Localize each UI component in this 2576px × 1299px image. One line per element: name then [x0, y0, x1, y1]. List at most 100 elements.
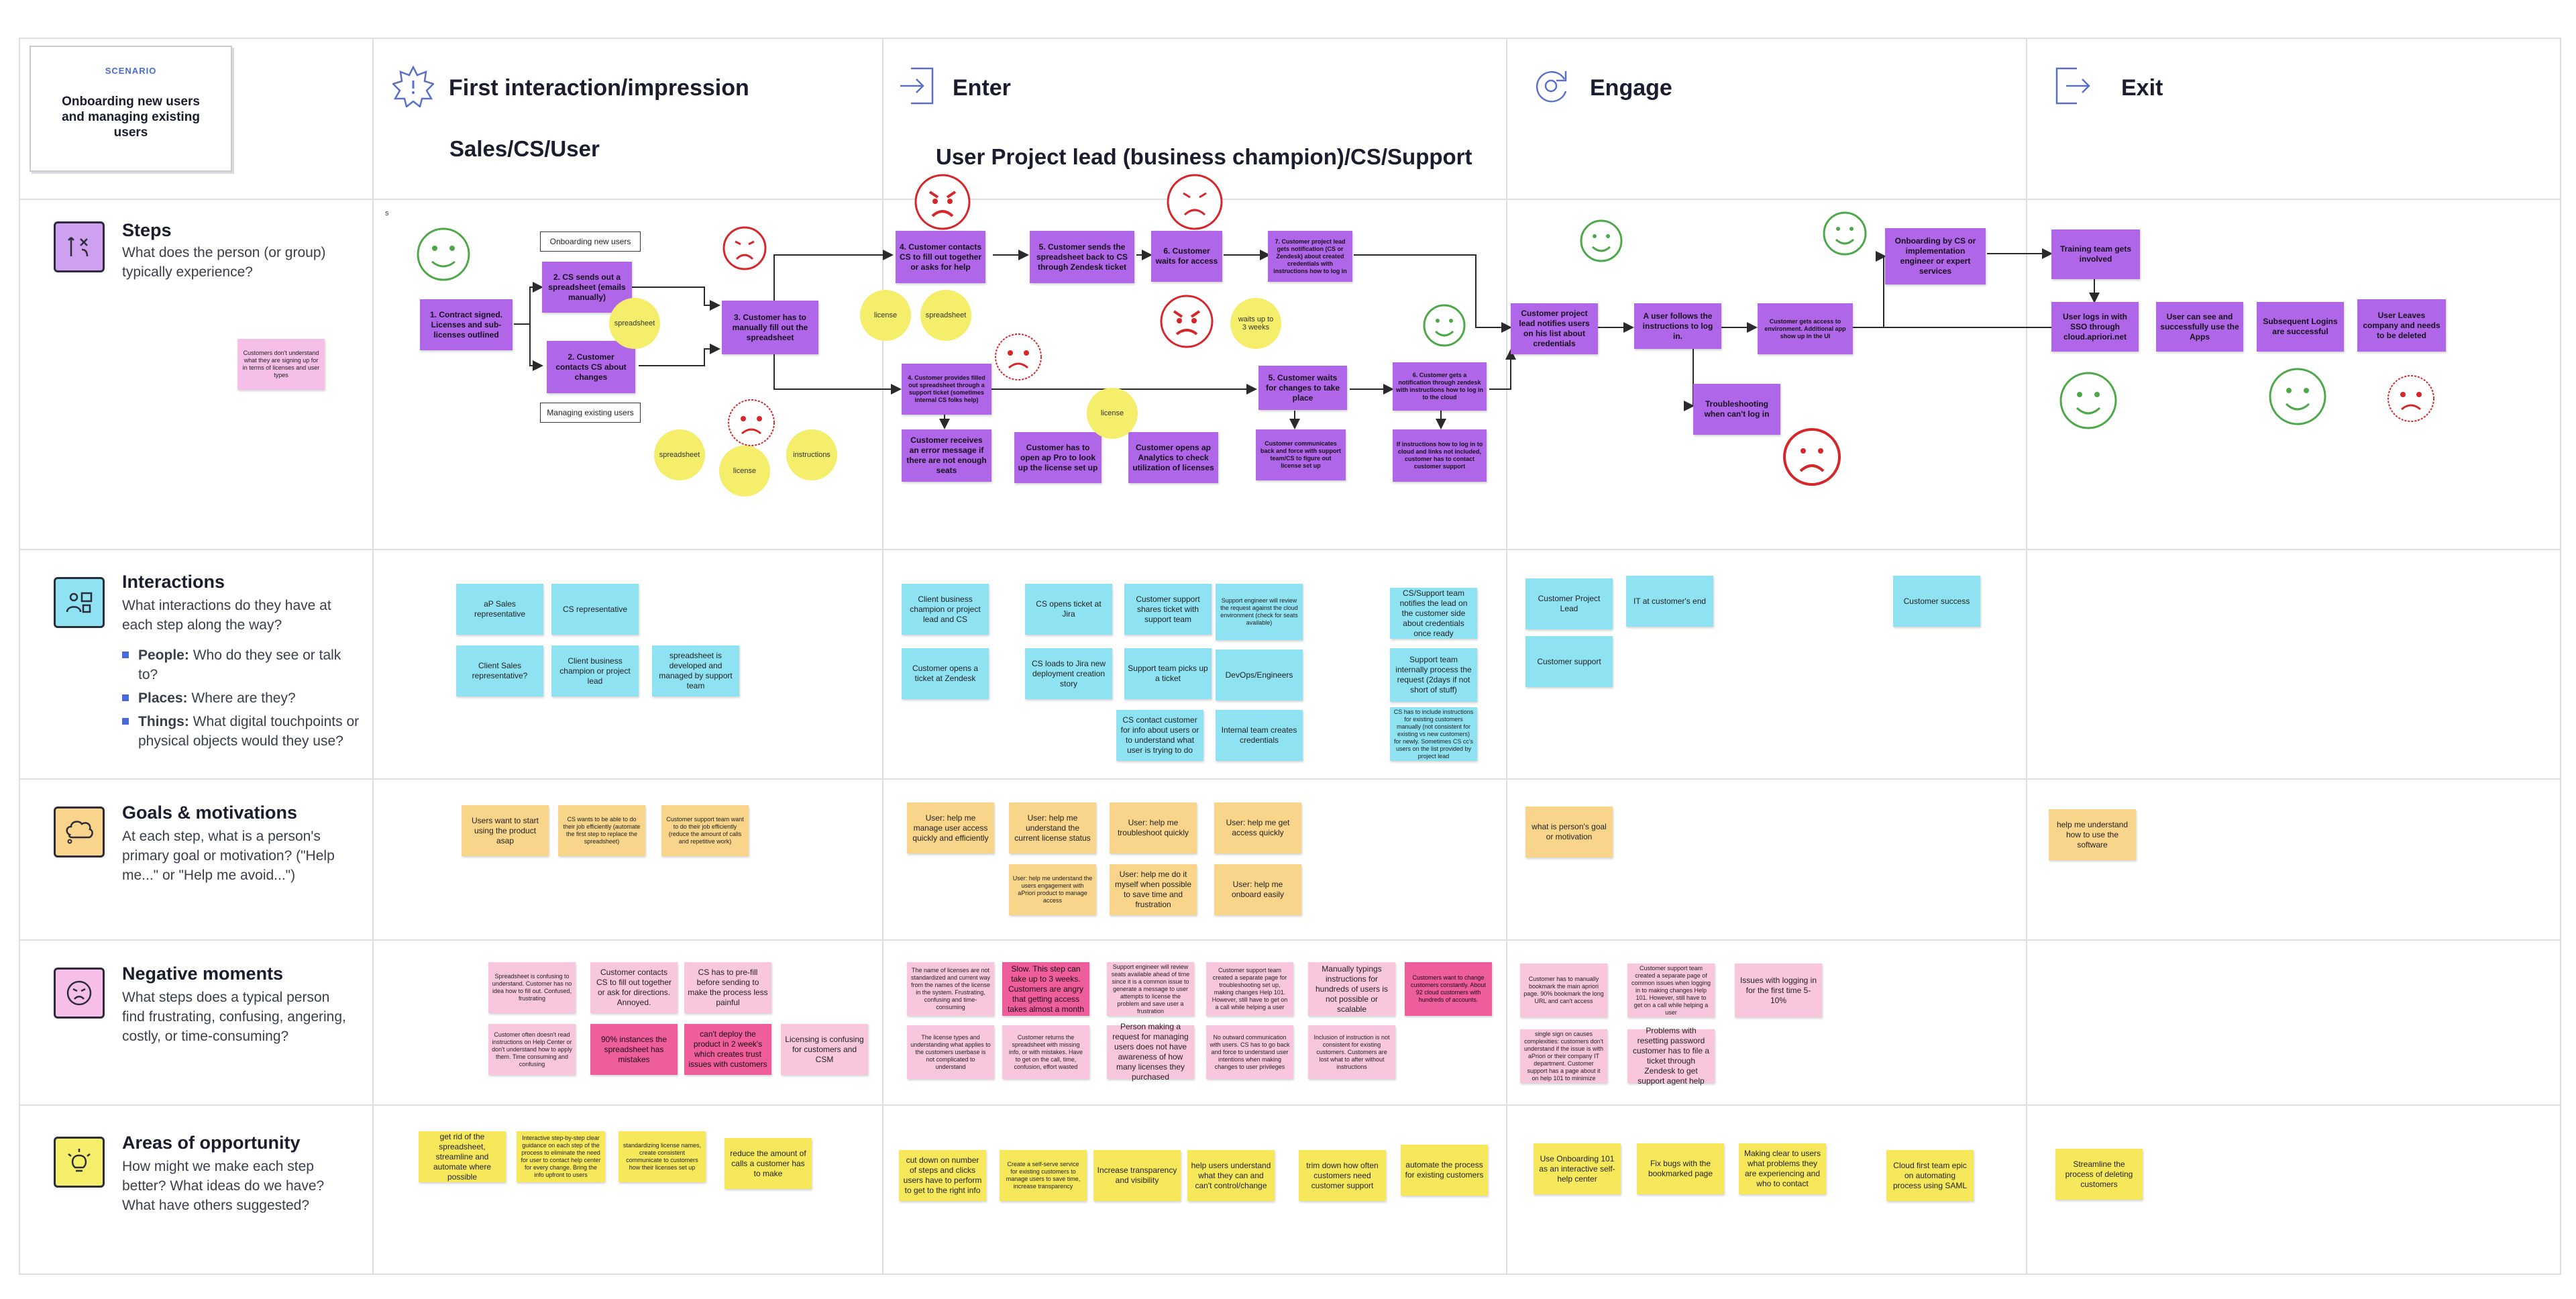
negative-note: Customer contacts CS to fill out togethe…: [590, 962, 678, 1013]
bullet-people: People: Who do they see or talk to?: [122, 645, 364, 684]
goal-note: User: help me troubleshoot quickly: [1110, 802, 1197, 853]
negative-note: No outward communication with users. CS …: [1206, 1025, 1293, 1079]
sad-face-icon: [724, 396, 778, 453]
happy-face-icon: [1422, 303, 1466, 351]
happy-face-icon: [1579, 219, 1623, 266]
artifact-spreadsheet: spreadsheet: [654, 429, 705, 480]
artifact-spreadsheet: spreadsheet: [609, 298, 660, 349]
opportunity-note: Interactive step-by-step clear guidance …: [517, 1131, 605, 1182]
interactions-desc: What interactions do they have at each s…: [122, 598, 331, 633]
opportunity-note: Fix bugs with the bookmarked page: [1637, 1143, 1724, 1194]
scenario-title: Onboarding new users and managing existi…: [62, 95, 200, 140]
interaction-note: Support team internally process the requ…: [1390, 648, 1477, 702]
artifact-license: license: [719, 446, 770, 497]
interactions-bullets: People: Who do they see or talk to? Plac…: [122, 645, 364, 751]
negative-title: Negative moments: [122, 964, 284, 984]
step-if-instructions: If instructions how to log in to cloud a…: [1393, 429, 1487, 482]
goal-note: User: help me understand the users engag…: [1009, 864, 1096, 915]
step-engage-access: Customer gets access to environment. Add…: [1758, 303, 1853, 354]
negative-note: CS has to pre-fill before sending to mak…: [684, 962, 771, 1013]
bullet-square-icon: [122, 718, 129, 725]
opportunity-icon: [54, 1137, 105, 1188]
label-onboarding: Onboarding new users: [540, 231, 641, 252]
opportunity-note: cut down on number of steps and clicks u…: [899, 1150, 986, 1201]
step-3-fill-spreadsheet: 3. Customer has to manually fill out the…: [722, 301, 818, 354]
negative-note: Spreadsheet is confusing to understand. …: [488, 962, 576, 1013]
step-troubleshooting: Troubleshooting when can't log in: [1693, 384, 1780, 435]
interaction-note: aP Sales representative: [456, 584, 543, 635]
interaction-note: CS opens ticket at Jira: [1025, 584, 1112, 635]
scenario-label: SCENARIO: [105, 66, 157, 76]
step-engage-notifies: Customer project lead notifies users on …: [1511, 303, 1598, 354]
bullet-square-icon: [122, 694, 129, 701]
steps-title: Steps: [122, 220, 172, 240]
negative-note: Customer support team created a separate…: [1627, 964, 1715, 1017]
sad-face-icon: [722, 225, 767, 274]
negative-desc: What steps does a typical person find fr…: [122, 990, 346, 1044]
step-side-note: Customers don't understand what they are…: [237, 339, 325, 390]
step-user-leaves: User Leaves company and needs to be dele…: [2357, 299, 2446, 352]
interaction-note: Customer Project Lead: [1525, 578, 1613, 629]
negative-note: Customer returns the spreadsheet with mi…: [1002, 1025, 1089, 1079]
interaction-note: Client Sales representative?: [456, 645, 543, 696]
goal-note: User: help me do it myself when possible…: [1110, 864, 1197, 915]
goal-note: User: help me manage user access quickly…: [907, 802, 994, 853]
opportunity-note: trim down how often customers need custo…: [1299, 1150, 1386, 1201]
angry-face-icon: [914, 173, 971, 234]
step-engage-follows: A user follows the instructions to log i…: [1634, 303, 1721, 349]
interaction-note: Customer opens a ticket at Zendesk: [902, 648, 989, 699]
sad-face-icon: [2384, 372, 2438, 429]
step-training: Training team gets involved: [2051, 229, 2140, 279]
opportunity-note: standardizing license names, create cons…: [619, 1131, 706, 1182]
interaction-note: Client business champion or project lead…: [902, 584, 989, 635]
step-error-message: Customer receives an error message if th…: [902, 429, 991, 482]
step-4b-provides: 4. Customer provides filled out spreadsh…: [902, 364, 991, 415]
phase-title-4: Exit: [2121, 75, 2163, 101]
bullet-square-icon: [122, 652, 129, 658]
artifact-license: license: [860, 290, 911, 341]
negative-icon: [54, 968, 105, 1019]
goal-note: User: help me get access quickly: [1214, 802, 1301, 853]
step-7a-notification: 7. Customer project lead gets notificati…: [1268, 231, 1352, 282]
step-5a-sends-spreadsheet: 5. Customer sends the spreadsheet back t…: [1030, 231, 1134, 283]
negative-note: Customer support team created a separate…: [1206, 962, 1293, 1016]
negative-note: Customer often doesn't read instructions…: [488, 1024, 576, 1075]
negative-note: The license types and understanding what…: [907, 1025, 994, 1079]
interaction-note: spreadsheet is developed and managed by …: [652, 645, 739, 696]
step-6a-waits: 6. Customer waits for access: [1151, 231, 1222, 282]
goal-note: Users want to start using the product as…: [462, 805, 549, 856]
exit-icon: [2055, 67, 2090, 105]
step-marker: s: [385, 209, 389, 217]
artifact-spreadsheet: spreadsheet: [920, 290, 971, 341]
step-onboarding-cs: Onboarding by CS or implementation engin…: [1885, 228, 1986, 284]
negative-note: Issues with logging in for the first tim…: [1735, 964, 1822, 1017]
opportunity-note: Increase transparency and visibility: [1093, 1150, 1181, 1201]
opportunity-note: Create a self-serve service for existing…: [1000, 1150, 1087, 1201]
goals-icon: [54, 807, 105, 858]
opportunity-title: Areas of opportunity: [122, 1133, 301, 1153]
interaction-note: IT at customer's end: [1626, 576, 1713, 627]
angry-face-icon: [1159, 294, 1214, 352]
steps-icon: [54, 221, 105, 272]
opportunity-note: Making clear to users what problems they…: [1739, 1143, 1826, 1194]
step-1-contract: 1. Contract signed. Licenses and sub-lic…: [420, 299, 513, 350]
interactions-title: Interactions: [122, 572, 225, 592]
interaction-note: CS/Support team notifies the lead on the…: [1390, 588, 1477, 639]
negative-note: Slow. This step can take up to 3 weeks. …: [1002, 962, 1089, 1016]
goals-desc: At each step, what is a person's primary…: [122, 829, 335, 883]
starburst-icon: [392, 66, 434, 107]
interaction-note: CS loads to Jira new deployment creation…: [1025, 648, 1112, 699]
step-sso-login: User logs in with SSO through cloud.apri…: [2051, 302, 2139, 352]
interaction-note: Customer support: [1525, 636, 1613, 687]
opportunity-note: Streamline the process of deleting custo…: [2055, 1149, 2143, 1200]
negative-note: Person making a request for managing use…: [1107, 1022, 1194, 1082]
negative-note: 90% instances the spreadsheet has mistak…: [590, 1024, 678, 1075]
happy-face-icon: [1822, 211, 1868, 260]
waits-note: waits up to 3 weeks: [1230, 298, 1281, 349]
artifact-license: license: [1087, 388, 1138, 439]
bullet-things: Things: What digital touchpoints or phys…: [122, 712, 364, 751]
happy-face-icon: [2267, 366, 2328, 430]
negative-note: Inclusion of instruction is not consiste…: [1308, 1025, 1395, 1079]
opportunity-note: reduce the amount of calls a customer ha…: [724, 1138, 812, 1189]
opportunity-note: Use Onboarding 101 as an interactive sel…: [1534, 1143, 1621, 1194]
